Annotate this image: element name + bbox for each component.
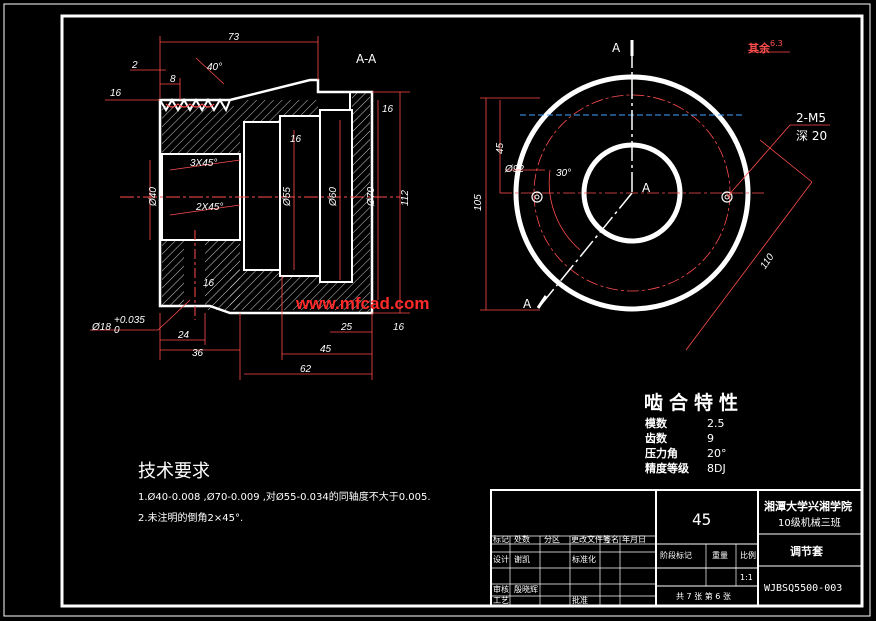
dim-dia-70: Ø70 <box>366 187 377 207</box>
school-line-2: 10级机械三班 <box>778 516 841 529</box>
school-line-1: 湘潭大学兴湘学院 <box>764 499 852 513</box>
ra-16-a: 16 <box>110 88 122 99</box>
dim-45-front: 45 <box>495 142 506 154</box>
section-label: A-A <box>356 52 377 66</box>
dim-25: 25 <box>340 322 353 333</box>
mesh-label-3: 精度等级 <box>645 461 690 475</box>
front-dimension-lines <box>480 51 830 351</box>
sheets: 共 7 张 第 6 张 <box>676 591 731 601</box>
outer-border <box>3 3 871 617</box>
bore-55 <box>243 121 281 271</box>
check-label: 审核 <box>493 584 509 594</box>
gear-teeth <box>159 98 231 113</box>
mesh-table: 啮合特性 模数 2.5 齿数 9 压力角 20° 精度等级 8DJ <box>644 391 744 475</box>
cut-mark-bottom <box>536 295 548 309</box>
dim-105: 105 <box>473 194 484 211</box>
chamfer-2x45: 2X45° <box>195 202 223 213</box>
mesh-value-2: 20° <box>707 447 727 460</box>
drawing-no: WJBSQ5500-003 <box>764 583 842 594</box>
dim-dia-92: Ø92 <box>504 164 524 175</box>
dim-2: 2 <box>131 60 138 71</box>
teeth-highlight <box>165 103 215 108</box>
ra-16-e: 16 <box>393 322 405 333</box>
view-label-a-center: A <box>642 181 651 195</box>
tapped-hole-left <box>531 191 543 203</box>
dim-depth-20: 深 20 <box>796 129 827 143</box>
view-label-a-bottom: A <box>523 297 532 311</box>
design-name: 谢凯 <box>514 554 530 564</box>
section-dimension-text: 73 2 8 40° 16 16 16 16 16 3X45° 2X45° Ø4… <box>91 32 411 375</box>
scale: 1:1 <box>740 573 753 582</box>
surface-finish-value: 6.3 <box>770 39 783 48</box>
dim-8: 8 <box>170 74 176 85</box>
row-header-2: 分区 <box>544 535 560 544</box>
dim-dia-40: Ø40 <box>148 187 159 207</box>
mesh-title: 啮合特性 <box>644 391 744 414</box>
dim-112: 112 <box>400 190 411 206</box>
dim-62: 62 <box>300 364 312 375</box>
ra-16-d: 16 <box>203 278 215 289</box>
hatch-top-left <box>162 106 240 154</box>
dim-2-m5: 2-M5 <box>796 111 826 125</box>
ra-16-b: 16 <box>382 104 394 115</box>
stage-mark: 阶段标记 <box>660 550 692 560</box>
process-label: 工艺 <box>493 596 509 605</box>
mesh-value-3: 8DJ <box>707 462 726 475</box>
dim-angle-30: 30° <box>556 168 571 179</box>
mesh-value-1: 9 <box>707 432 714 445</box>
row-header-5: 年月日 <box>622 534 646 544</box>
inner-border <box>60 14 864 608</box>
dim-hole-18: Ø18 <box>91 322 111 333</box>
front-view: A A A 其余 6.3 2-M5 深 20 45 Ø92 30° 105 11… <box>473 39 830 351</box>
cut-line-diag <box>539 192 633 307</box>
tech-line-2: 2.未注明的倒角2×45°. <box>138 511 243 524</box>
mesh-label-2: 压力角 <box>645 446 678 460</box>
dim-dia-60: Ø60 <box>328 187 339 207</box>
material: 45 <box>692 510 711 529</box>
design-label: 设计 <box>493 554 509 564</box>
row-header-0: 标记 <box>493 534 509 544</box>
bore-70 <box>319 109 353 283</box>
view-label-a-top: A <box>612 41 621 55</box>
row-header-4: 签名 <box>603 534 619 544</box>
section-dimension-lines <box>90 36 410 380</box>
row-header-3: 更改文件号 <box>571 534 611 544</box>
tech-requirements: 技术要求 1.Ø40-0.008 ,Ø70-0.009 ,对Ø55-0.034的… <box>138 461 431 524</box>
dim-45: 45 <box>320 344 332 355</box>
dim-110: 110 <box>758 252 776 272</box>
dim-dia-55: Ø55 <box>282 187 293 207</box>
tapped-hole-right <box>721 191 733 203</box>
hatch-bottom-left <box>162 240 184 306</box>
hatch-right-wall <box>352 92 370 312</box>
row-header-1: 处数 <box>514 534 530 544</box>
dim-24: 24 <box>177 330 190 341</box>
ra-16-c: 16 <box>290 134 302 145</box>
part-name: 调节套 <box>790 544 824 558</box>
dim-36: 36 <box>192 348 204 359</box>
tech-title: 技术要求 <box>138 461 210 482</box>
approve-label: 批准 <box>572 595 588 605</box>
dim-angle-40: 40° <box>207 62 222 73</box>
standard-label: 标准化 <box>572 554 596 564</box>
mesh-label-1: 齿数 <box>645 431 668 445</box>
mesh-label-0: 模数 <box>645 416 668 430</box>
section-view: A-A <box>90 32 411 380</box>
hatch-bottom-right-block <box>205 240 240 310</box>
title-block-text: 45 湘潭大学兴湘学院 10级机械三班 调节套 WJBSQ5500-003 阶段… <box>493 499 852 605</box>
surface-finish-note: 其余 <box>748 41 771 55</box>
weight-label: 重量 <box>712 550 728 560</box>
dim-73: 73 <box>228 32 240 43</box>
dim-hole-18-tol: +0.035 <box>114 315 145 326</box>
title-block <box>490 489 863 607</box>
ratio-label: 比例 <box>740 550 756 560</box>
watermark: www.mfcad.com <box>295 294 430 313</box>
mesh-value-0: 2.5 <box>707 417 725 430</box>
tech-line-1: 1.Ø40-0.008 ,Ø70-0.009 ,对Ø55-0.034的同轴度不大… <box>138 490 431 503</box>
dim-hole-18-tol0: 0 <box>114 325 120 336</box>
check-name: 殷晓辉 <box>514 584 538 594</box>
chamfer-3x45: 3X45° <box>190 158 217 169</box>
